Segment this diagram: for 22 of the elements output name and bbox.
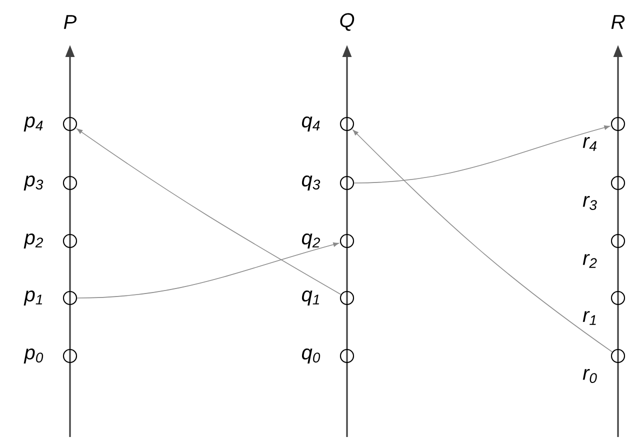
process-label: R: [611, 15, 625, 29]
event-label: q$_{2}$: [302, 234, 320, 248]
event-label: p$_{1}$: [24, 290, 42, 306]
process-label: P: [64, 15, 77, 29]
message-arrow: [76, 242, 339, 298]
event-label: q$_{3}$: [302, 176, 320, 190]
event-label: r$_{2}$: [582, 254, 597, 268]
event-label: p$_{3}$: [24, 176, 44, 190]
event-label: p$_{4}$: [24, 116, 43, 132]
message-arrow: [354, 125, 610, 184]
event-label: r$_{4}$: [582, 137, 596, 151]
event-label: r$_{1}$: [582, 311, 596, 325]
process-label: Q: [340, 13, 354, 31]
event-label: p$_{0}$: [24, 348, 44, 364]
event-label: p$_{2}$: [24, 234, 43, 248]
message-arrow: [352, 130, 613, 352]
event-label: q$_{4}$: [302, 116, 320, 132]
event-label: r$_{3}$: [582, 196, 597, 210]
event-label: r$_{0}$: [582, 369, 597, 383]
event-label: q$_{1}$: [302, 290, 320, 306]
message-arrow: [76, 128, 342, 295]
event-label: q$_{0}$: [302, 348, 320, 364]
